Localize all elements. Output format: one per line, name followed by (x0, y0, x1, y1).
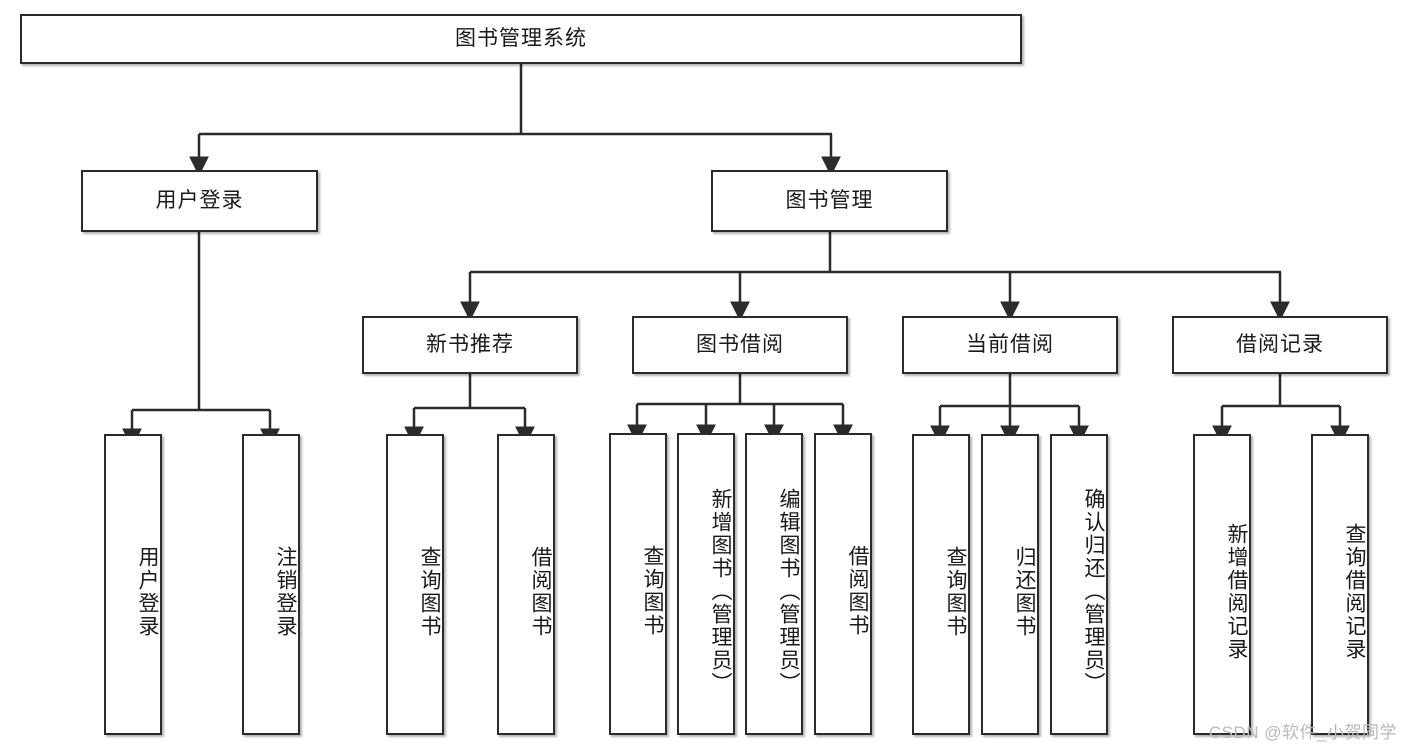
node-label: 借阅图书 (529, 545, 552, 638)
node-label: 用户登录 (155, 189, 244, 213)
node-label: 查询图书 (418, 545, 441, 638)
node-label: 借阅图书 (846, 545, 869, 637)
node-leaf-add-borrow-record[interactable]: 新增借阅记录 (1193, 434, 1251, 735)
node-label: 当前借阅 (966, 333, 1054, 357)
node-book-management[interactable]: 图书管理 (711, 170, 948, 232)
node-leaf-borrow-book-newbook[interactable]: 借阅图书 (497, 434, 555, 735)
node-label: 确认归还（管理员） (1082, 488, 1105, 695)
node-new-book-recommendation[interactable]: 新书推荐 (362, 316, 578, 374)
node-leaf-query-borrow-record[interactable]: 查询借阅记录 (1311, 434, 1369, 735)
node-label: 查询图书 (641, 545, 664, 637)
node-user-login[interactable]: 用户登录 (81, 170, 318, 232)
node-label: 借阅记录 (1236, 333, 1324, 357)
node-leaf-logout[interactable]: 注销登录 (242, 434, 300, 735)
node-borrow-record[interactable]: 借阅记录 (1172, 316, 1388, 374)
node-current-borrow[interactable]: 当前借阅 (902, 316, 1118, 374)
node-label: 用户登录 (136, 545, 159, 638)
node-leaf-query-book-borrow[interactable]: 查询图书 (609, 433, 667, 735)
node-leaf-borrow-book[interactable]: 借阅图书 (814, 433, 872, 735)
node-label: 查询借阅记录 (1343, 522, 1366, 661)
node-leaf-query-book-newbook[interactable]: 查询图书 (386, 434, 444, 735)
node-label: 图书借阅 (696, 333, 784, 357)
node-label: 归还图书 (1013, 545, 1036, 638)
node-label: 注销登录 (274, 545, 297, 638)
node-label: 查询图书 (944, 545, 967, 638)
node-label: 新增借阅记录 (1225, 522, 1248, 661)
node-label: 编辑图书（管理员） (777, 487, 800, 695)
node-leaf-edit-book-admin[interactable]: 编辑图书（管理员） (745, 433, 803, 735)
node-leaf-add-book-admin[interactable]: 新增图书（管理员） (677, 433, 735, 735)
node-book-borrow[interactable]: 图书借阅 (632, 316, 848, 374)
node-label: 图书管理系统 (455, 27, 587, 51)
node-root-book-management-system[interactable]: 图书管理系统 (20, 14, 1022, 64)
node-label: 图书管理 (785, 189, 874, 213)
node-leaf-query-book-current[interactable]: 查询图书 (912, 434, 970, 735)
node-leaf-user-login[interactable]: 用户登录 (104, 434, 162, 735)
csdn-watermark: CSDN @软件_小贺同学 (1208, 723, 1397, 742)
node-label: 新书推荐 (426, 333, 514, 357)
node-label: 新增图书（管理员） (709, 487, 732, 695)
node-leaf-return-book[interactable]: 归还图书 (981, 434, 1039, 735)
node-leaf-confirm-return-admin[interactable]: 确认归还（管理员） (1050, 434, 1108, 735)
